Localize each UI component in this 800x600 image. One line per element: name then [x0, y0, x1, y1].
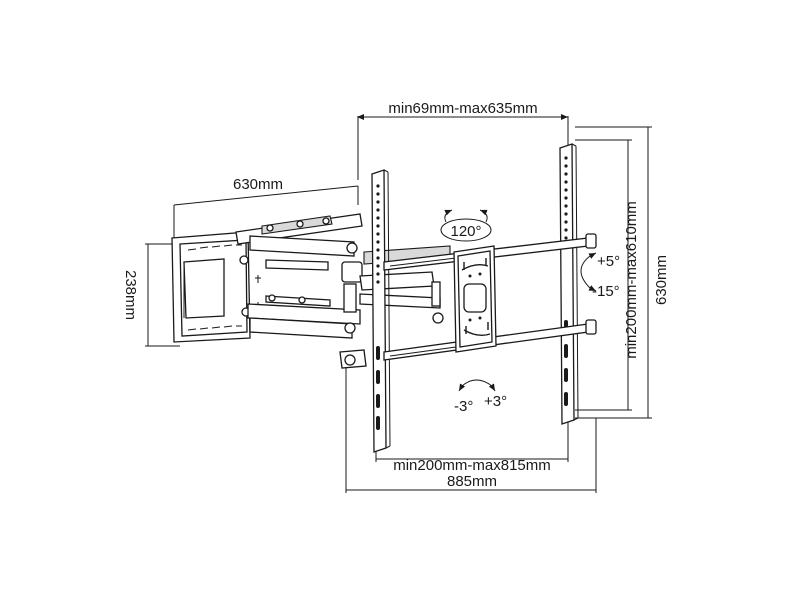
dimension-arm-length: 630mm [173, 176, 359, 238]
level-left-label: -3° [454, 398, 473, 415]
level-indicator: -3° +3° [454, 379, 507, 415]
arm-length-label: 630mm [233, 176, 283, 193]
lower-arm [247, 294, 361, 339]
upper-arm [235, 213, 363, 271]
tilt-up-label: +5° [597, 253, 620, 270]
left-vertical-bracket [371, 169, 391, 453]
total-width-label: 885mm [447, 473, 497, 490]
total-height-label: 630mm [653, 255, 670, 305]
dimension-depth-range: min69mm-max635mm [357, 100, 569, 180]
swivel-label: 120° [450, 223, 481, 240]
level-right-label: +3° [484, 393, 507, 410]
wall-plate [171, 231, 261, 343]
dimension-total-height: 630mm [575, 126, 670, 419]
dimension-wall-plate-height: 238mm [122, 243, 180, 347]
right-vertical-bracket [559, 143, 579, 425]
dimension-total-width: 885mm [345, 365, 597, 493]
tilt-down-label: -15° [592, 283, 620, 300]
center-mounting-plate [453, 245, 497, 353]
dimension-horizontal-spacing: min200mm-max815mm [375, 420, 569, 474]
tilt-indicator: +5° -15° [580, 252, 620, 300]
swivel-indicator: 120° [440, 209, 492, 242]
horizontal-spacing-label: min200mm-max815mm [393, 457, 551, 474]
vertical-spacing-label: min200mm-max610mm [623, 201, 640, 359]
dimension-vertical-spacing: min200mm-max610mm [575, 139, 640, 411]
wall-plate-height-label: 238mm [122, 270, 139, 320]
depth-range-label: min69mm-max635mm [388, 100, 537, 117]
